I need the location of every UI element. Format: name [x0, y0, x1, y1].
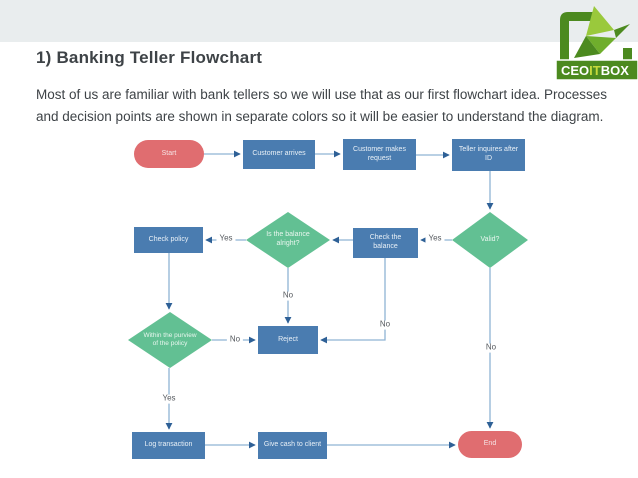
logo-text-it: IT	[589, 63, 601, 78]
logo-text-ceo: CEO	[561, 63, 589, 78]
node-log-transaction[interactable]: Log transaction	[132, 432, 205, 459]
node-is-balance-alright[interactable]: Is the balance alright?	[246, 212, 330, 268]
node-customer-makes-request[interactable]: Customer makes request	[343, 139, 416, 170]
edge-label-yes-purview: Yes	[159, 394, 179, 404]
node-start[interactable]: Start	[134, 140, 204, 168]
ceoitbox-logo-icon: CEOITBOX	[555, 6, 638, 81]
logo-text-box: BOX	[601, 63, 630, 78]
node-give-cash-to-client[interactable]: Give cash to client	[258, 432, 327, 459]
node-reject[interactable]: Reject	[258, 326, 318, 354]
node-customer-arrives[interactable]: Customer arrives	[243, 140, 315, 169]
node-check-policy[interactable]: Check policy	[134, 227, 203, 253]
page-title: 1) Banking Teller Flowchart	[36, 48, 263, 67]
node-end[interactable]: End	[458, 431, 522, 458]
edge-label-no-balance: No	[279, 291, 297, 301]
node-within-purview-of-policy[interactable]: Within the purview of the policy	[128, 312, 212, 368]
edge-label-no-purview: No	[226, 335, 244, 345]
node-teller-inquires-after-id[interactable]: Teller inquires after ID	[452, 139, 525, 171]
top-band	[0, 0, 638, 42]
slide-description: Most of us are familiar with bank teller…	[36, 87, 607, 124]
edge-label-yes-valid: Yes	[425, 234, 445, 244]
node-valid[interactable]: Valid?	[452, 212, 528, 268]
edge-label-no-checkbalance: No	[376, 320, 394, 330]
edge-label-no-valid: No	[482, 343, 500, 353]
svg-text:CEOITBOX: CEOITBOX	[561, 63, 629, 78]
node-check-the-balance[interactable]: Check the balance	[353, 228, 418, 258]
ceoitbox-logo: CEOITBOX	[554, 4, 638, 86]
edge-label-yes-balance: Yes	[216, 234, 236, 244]
